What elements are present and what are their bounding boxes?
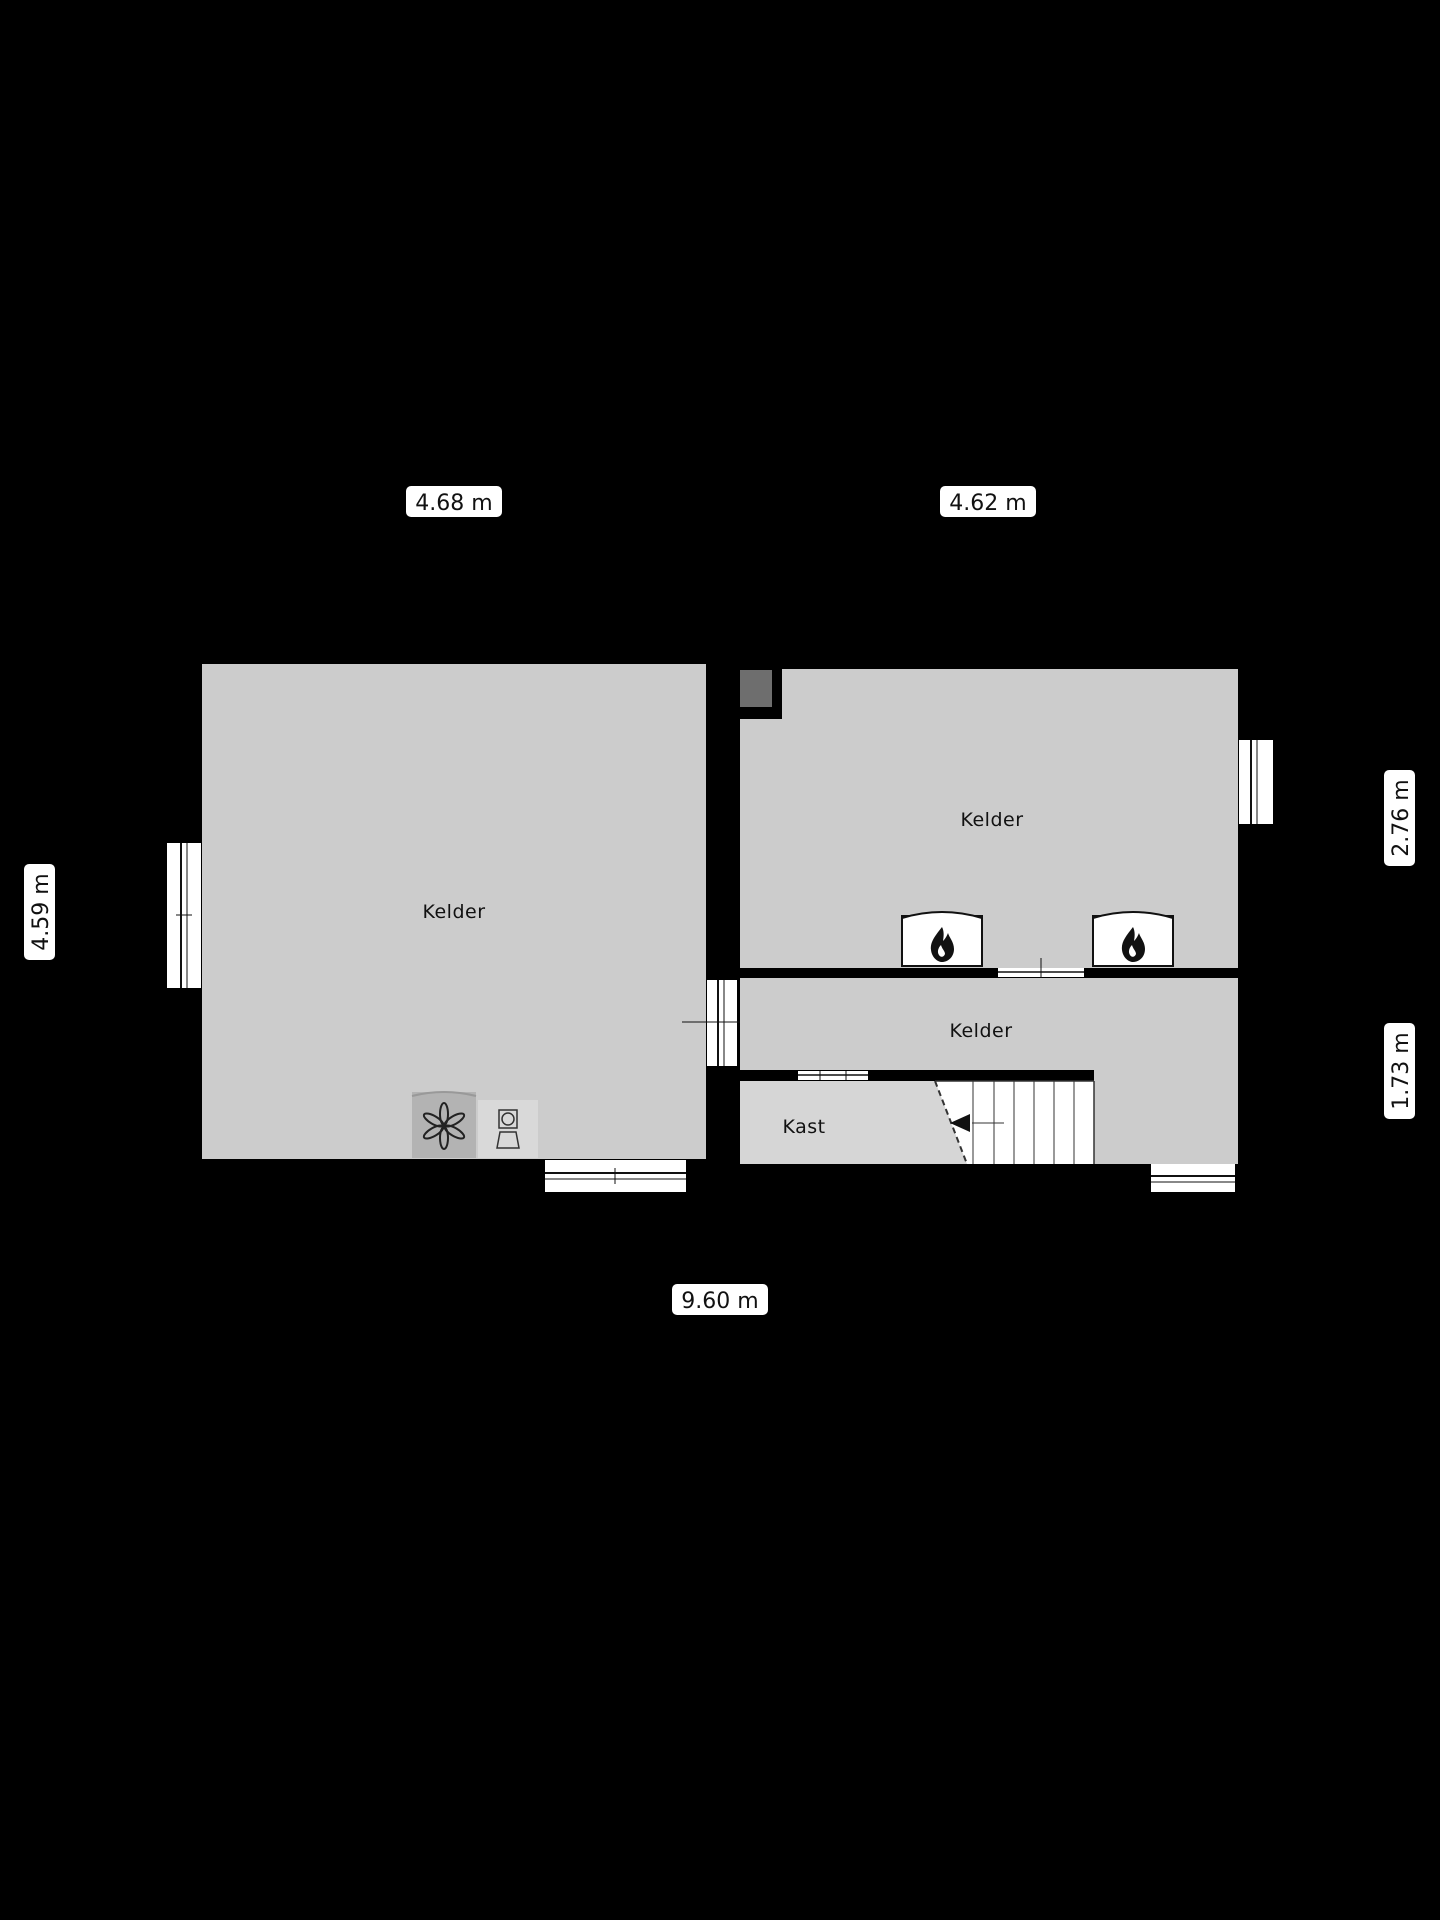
room-label-closet: Kast [782, 1116, 825, 1138]
fan-icon [422, 1102, 466, 1150]
room-right-middle-floor [740, 978, 1238, 1070]
window-right-east [1239, 740, 1273, 824]
room-left-floor [202, 664, 706, 1159]
room-label-right-middle: Kelder [949, 1020, 1012, 1042]
svg-text:9.60 m: 9.60 m [681, 1289, 758, 1314]
window-left-west [167, 843, 201, 988]
flame-icon [1121, 927, 1145, 962]
svg-text:4.62 m: 4.62 m [949, 491, 1026, 516]
stair-arrow-icon [950, 1114, 970, 1132]
room-label-left: Kelder [422, 901, 485, 923]
closet-floor [740, 1081, 975, 1164]
dimension-top-right: 4.62 m [940, 486, 1036, 517]
door-closet [798, 1071, 868, 1080]
column-fill [740, 670, 772, 707]
dimension-left: 4.59 m [24, 864, 55, 960]
svg-text:2.76 m: 2.76 m [1389, 779, 1414, 856]
dimension-top-left: 4.68 m [406, 486, 502, 517]
window-left-south [545, 1160, 686, 1192]
svg-text:1.73 m: 1.73 m [1389, 1032, 1414, 1109]
dimension-bottom-total: 9.60 m [672, 1284, 768, 1315]
door-middle [682, 980, 765, 1066]
washing-machine [478, 1100, 538, 1158]
flame-icon [930, 927, 954, 962]
fan-unit [411, 1091, 477, 1158]
staircase-icon [934, 1080, 1095, 1165]
dimension-right-top: 2.76 m [1384, 770, 1415, 866]
boiler-right [1092, 911, 1174, 967]
washing-machine-icon [496, 1109, 520, 1149]
stair-zone-floor [1094, 1070, 1238, 1164]
dimension-right-bottom: 1.73 m [1384, 1023, 1415, 1119]
boiler-left [901, 911, 983, 967]
svg-text:4.68 m: 4.68 m [415, 491, 492, 516]
svg-text:4.59 m: 4.59 m [29, 873, 54, 950]
window-right-south [1151, 1164, 1235, 1192]
room-label-right-top: Kelder [960, 809, 1023, 831]
